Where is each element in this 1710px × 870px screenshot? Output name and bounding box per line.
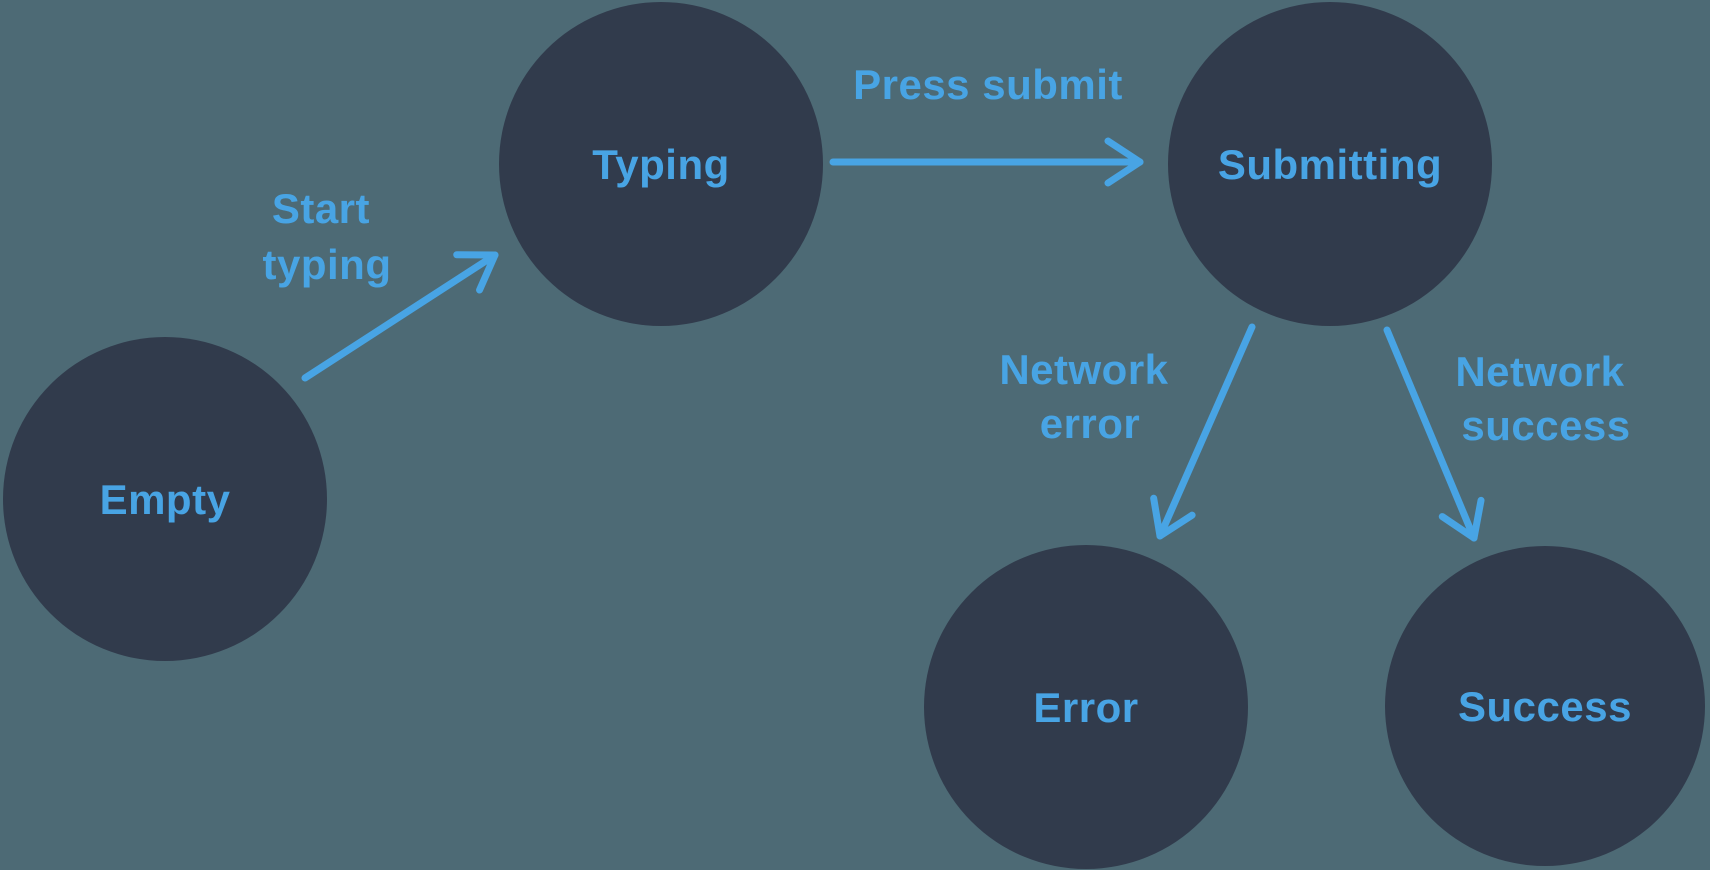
transition-label-line: success xyxy=(1461,402,1630,449)
state-circle xyxy=(499,2,823,326)
transition-arrow-network-error xyxy=(1150,323,1256,540)
transition-label-network-error: Network error xyxy=(999,346,1180,447)
state-circle xyxy=(1168,2,1492,326)
state-label: Success xyxy=(1458,683,1632,730)
state-node-submitting: Submitting xyxy=(1168,2,1492,326)
transition-label-line: Start xyxy=(272,185,370,232)
state-node-success: Success xyxy=(1385,546,1705,866)
transition-label-line: Network xyxy=(1455,348,1624,395)
transition-label-network-success: Network success xyxy=(1455,348,1636,449)
transition-label-line: typing xyxy=(263,241,392,288)
state-circle xyxy=(1385,546,1705,866)
state-label: Empty xyxy=(100,476,231,523)
state-node-empty: Empty xyxy=(3,337,327,661)
state-label: Typing xyxy=(592,141,730,188)
transition-label-press-submit: Press submit xyxy=(853,61,1123,108)
transition-arrows xyxy=(301,137,1485,542)
state-label: Submitting xyxy=(1218,141,1442,188)
transition-arrow-network-success xyxy=(1383,326,1485,542)
state-label: Error xyxy=(1033,684,1138,731)
transition-label-line: Network xyxy=(999,346,1168,393)
state-circle xyxy=(924,545,1248,869)
transition-labels: Start typing Press submit Network error … xyxy=(263,61,1636,449)
transition-label-start-typing: Start typing xyxy=(263,185,392,288)
state-node-error: Error xyxy=(924,545,1248,869)
transition-arrow-start-typing xyxy=(301,251,499,382)
state-nodes: Empty Typing Submitting Error Success xyxy=(3,2,1705,869)
transition-label-line: error xyxy=(1040,400,1141,447)
state-node-typing: Typing xyxy=(499,2,823,326)
state-circle xyxy=(3,337,327,661)
